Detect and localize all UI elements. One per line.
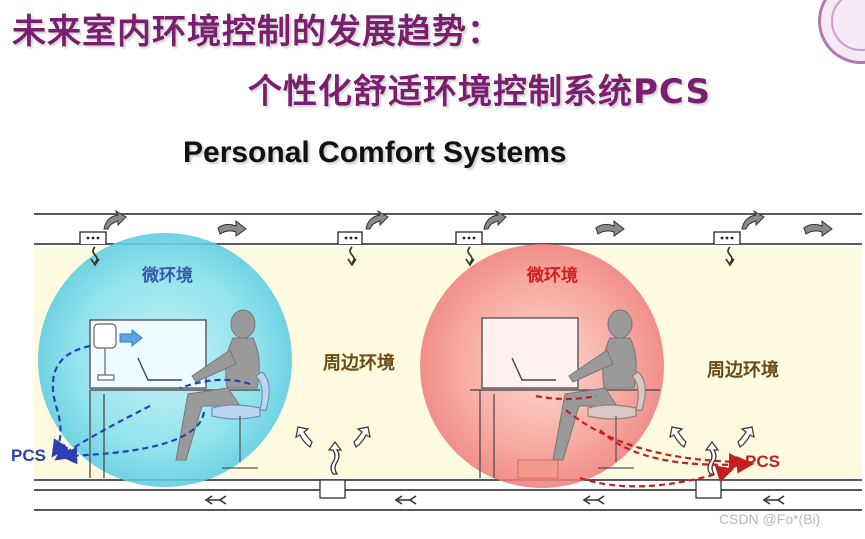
watermark: CSDN @Fo*(Bi) [719, 511, 821, 527]
slide-title-line1: 未来室内环境控制的发展趋势： [12, 12, 502, 52]
micro-environment-label-right: 微环境 [527, 266, 578, 286]
laptop-icon [137, 357, 182, 381]
occupant-icon [552, 309, 637, 461]
workstation-right [470, 317, 660, 478]
supply-air-wave [90, 246, 735, 267]
fan-icon [93, 323, 117, 381]
heated-mat [517, 459, 559, 479]
occupant-icon [175, 309, 260, 461]
chair-icon [587, 371, 646, 469]
micro-environment-label-left: 微环境 [142, 266, 193, 286]
underfloor-airflow-arrow [204, 495, 785, 505]
pcs-label-left: PCS [11, 446, 46, 465]
chair-icon [211, 371, 270, 469]
rising-air-arrow [295, 426, 755, 475]
pcs-label-right: PCS [745, 452, 780, 471]
airflow-arrow-icon [103, 209, 833, 237]
slide-subtitle: Personal Comfort Systems [183, 136, 567, 169]
pcs-warm-airflow [535, 394, 755, 488]
floor-vent [319, 479, 346, 499]
ambient-environment-label-left: 周边环境 [323, 353, 395, 374]
pcs-cool-airflow [51, 344, 251, 465]
fan-airflow-arrow [119, 328, 143, 348]
slide-title-line2: 个性化舒适环境控制系统PCS [248, 72, 711, 112]
ambient-environment-label-right: 周边环境 [707, 360, 779, 381]
floor-vent [695, 479, 722, 499]
laptop-icon [511, 357, 556, 381]
